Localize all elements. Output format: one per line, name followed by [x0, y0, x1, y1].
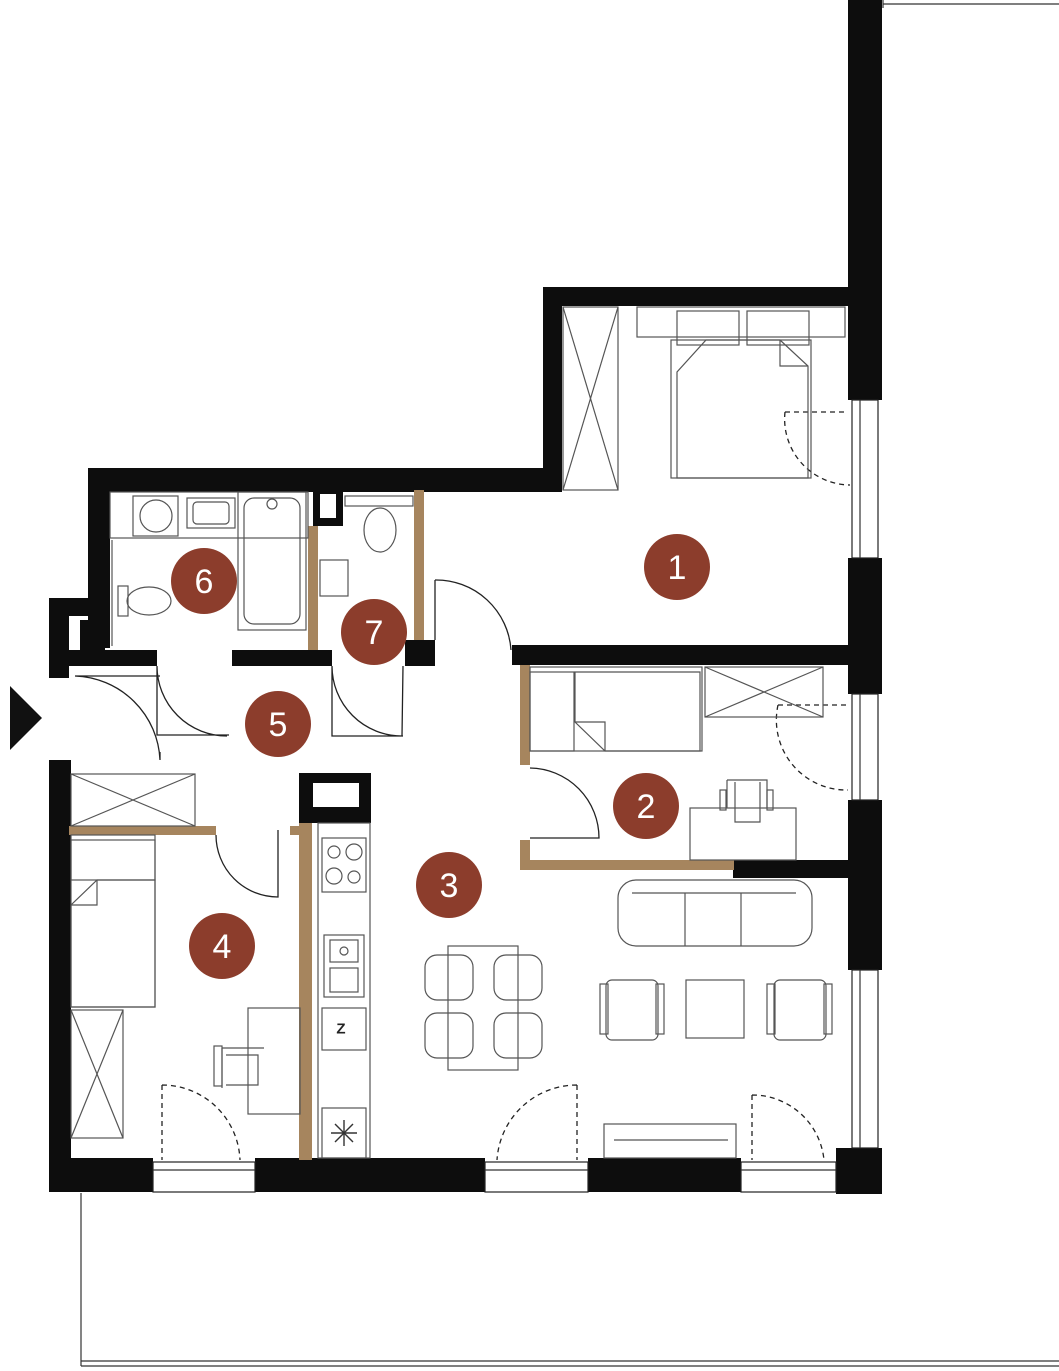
interior-walls	[97, 490, 882, 878]
room-3-label: 3	[440, 867, 459, 905]
bedroom-4-furniture	[70, 773, 301, 1139]
snowflake-icon	[331, 1120, 357, 1146]
room-4-label: 4	[213, 928, 232, 966]
room-5-badge: 5	[245, 691, 311, 757]
room-2-label: 2	[637, 788, 656, 826]
room-6-badge: 6	[171, 548, 237, 614]
room-7-badge: 7	[341, 599, 407, 665]
partitions	[69, 490, 734, 1160]
room-7-label: 7	[365, 614, 384, 652]
bedroom-1-furniture	[562, 306, 846, 491]
wc-7-fixtures	[319, 495, 414, 597]
room-4-badge: 4	[189, 913, 255, 979]
living-room-furniture	[424, 879, 833, 1159]
bathroom-6-fixtures	[109, 491, 309, 646]
room-5-label: 5	[269, 706, 288, 744]
room-3-badge: 3	[416, 852, 482, 918]
kitchen-furniture: Z	[317, 822, 371, 1159]
entrance-arrow-icon	[10, 686, 42, 750]
room-1-badge: 1	[644, 534, 710, 600]
doors	[74, 411, 851, 1161]
windows	[152, 399, 879, 1193]
room-6-label: 6	[195, 563, 214, 601]
terrace-outline	[80, 0, 1059, 1367]
room-1-label: 1	[668, 549, 687, 587]
bedroom-2-furniture	[529, 666, 824, 861]
fridge-label: Z	[336, 1021, 345, 1038]
room-2-badge: 2	[613, 773, 679, 839]
exterior-walls	[49, 0, 882, 1194]
